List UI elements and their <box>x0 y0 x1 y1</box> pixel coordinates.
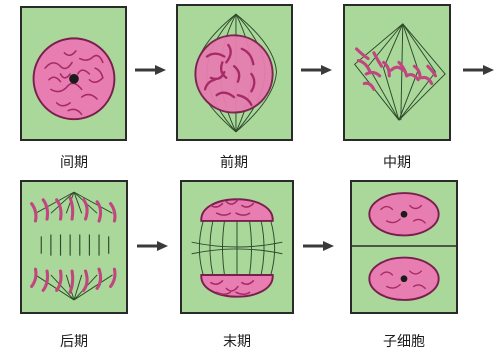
telophase-panel <box>180 180 294 314</box>
interphase-panel <box>20 6 127 141</box>
stage-label-daughter-cells: 子细胞 <box>364 331 444 351</box>
telophase-cell <box>182 182 292 312</box>
stage-label-telophase: 末期 <box>197 331 277 351</box>
stage-label-anaphase: 后期 <box>34 331 114 351</box>
metaphase-panel <box>343 4 451 141</box>
anaphase-cell <box>22 182 126 312</box>
daughter-cells <box>352 182 456 312</box>
prophase-panel <box>176 4 293 141</box>
anaphase-panel <box>20 180 128 314</box>
arrow-right-icon <box>137 240 169 252</box>
interphase-cell <box>22 8 125 139</box>
prophase-cell <box>178 6 291 139</box>
arrow-right-icon <box>303 240 335 252</box>
arrow-right-icon <box>463 64 495 76</box>
arrow-right-icon <box>301 64 333 76</box>
stage-label-prophase: 前期 <box>194 152 274 172</box>
arrow-right-icon <box>135 64 167 76</box>
metaphase-cell <box>345 6 449 139</box>
daughter-cells-panel <box>350 180 458 314</box>
stage-label-interphase: 间期 <box>34 152 114 172</box>
stage-label-metaphase: 中期 <box>357 152 437 172</box>
